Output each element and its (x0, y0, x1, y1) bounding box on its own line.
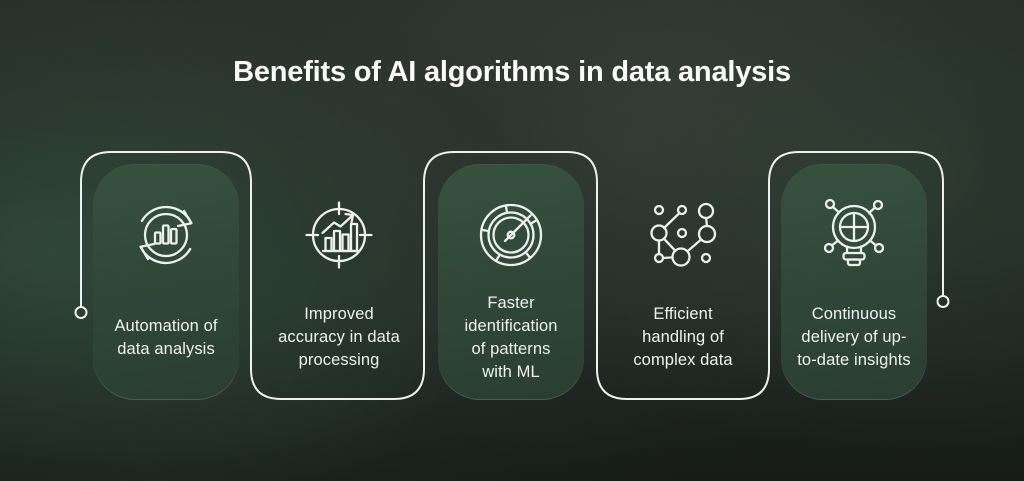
card-accuracy: Improved accuracy in data processing (266, 164, 412, 400)
card-label-wrap: Improved accuracy in data processing (266, 275, 412, 400)
card-label-wrap: Faster identification of patterns with M… (438, 275, 584, 400)
flow-end-dot (936, 295, 950, 308)
card-label: Automation of data analysis (114, 316, 218, 358)
serpentine-flow-line (80, 151, 944, 400)
card-insights: Continuous delivery of up- to-date insig… (781, 164, 927, 400)
card-complex-data: Efficient handling of complex data (610, 164, 756, 400)
card-label: Efficient handling of complex data (633, 305, 733, 369)
card-label: Faster identification of patterns with M… (464, 293, 558, 381)
card-label: Continuous delivery of up- to-date insig… (797, 305, 911, 369)
card-label-wrap: Continuous delivery of up- to-date insig… (781, 275, 927, 400)
sync-analytics-icon (126, 195, 206, 275)
card-automation: Automation of data analysis (93, 164, 239, 400)
network-nodes-icon (643, 195, 723, 275)
page-title: Benefits of AI algorithms in data analys… (233, 56, 791, 88)
flow-start-dot (74, 306, 88, 319)
gauge-icon (471, 195, 551, 275)
card-label-wrap: Automation of data analysis (93, 275, 239, 400)
card-patterns: Faster identification of patterns with M… (438, 164, 584, 400)
card-label-wrap: Efficient handling of complex data (610, 275, 756, 400)
target-chart-icon (299, 195, 379, 275)
card-label: Improved accuracy in data processing (278, 305, 400, 369)
smart-bulb-icon (814, 195, 894, 275)
